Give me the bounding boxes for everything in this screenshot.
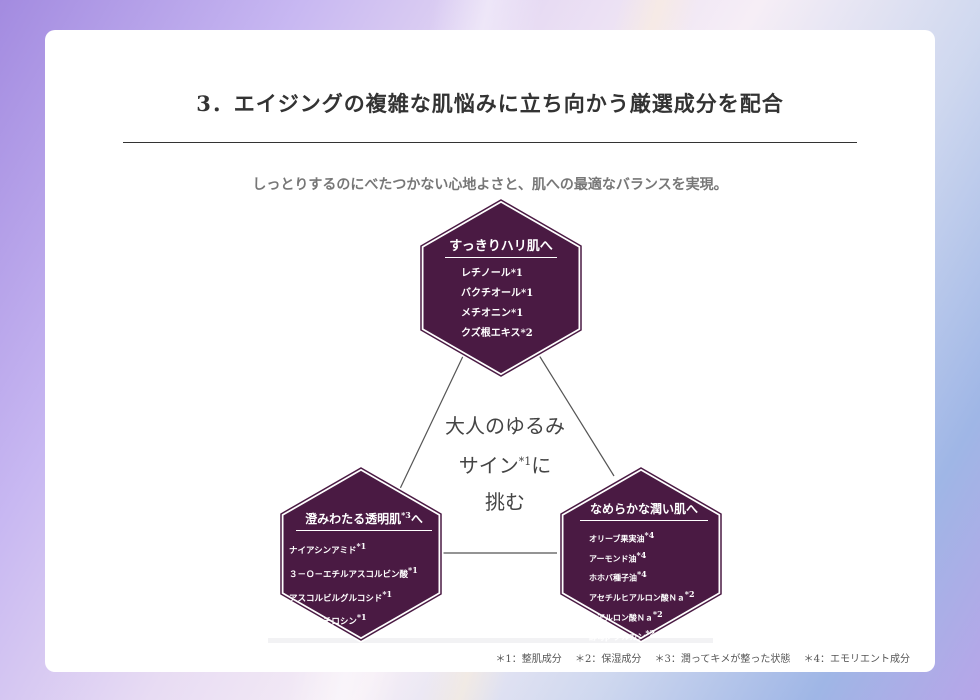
hexagon-right-rule bbox=[580, 520, 708, 521]
center-line-1: 大人のゆるみ bbox=[445, 414, 565, 438]
ingredient-item: アセチルチロシン*1 bbox=[289, 612, 367, 628]
footnotes: ＊1：整肌成分 ＊2：保湿成分 ＊3：潤ってキメが整った状態 ＊4：エモリエント… bbox=[405, 650, 910, 665]
hexagon-right-heading: なめらかな潤い肌へ bbox=[589, 502, 698, 516]
footnote-3: ＊3：潤ってキメが整った状態 bbox=[654, 654, 791, 665]
hexagon-left-heading: 澄みわたる透明肌*3へ bbox=[305, 510, 423, 526]
ingredient-item: ３－Ｏ－エチルアスコルビン酸*1 bbox=[289, 564, 418, 580]
ingredient-item: クズ根エキス*2 bbox=[461, 328, 533, 339]
hexagon-top-rule bbox=[445, 257, 557, 258]
ingredient-item: バクチオール*1 bbox=[461, 288, 534, 299]
ingredient-item: アーモンド油*4 bbox=[589, 549, 647, 564]
ingredient-diagram bbox=[278, 197, 724, 643]
ingredient-item: アセチルヒアルロン酸Ｎａ*2 bbox=[589, 588, 695, 603]
ingredient-item: ナイアシンアミド*1 bbox=[289, 541, 367, 556]
center-line-3: 挑む bbox=[485, 489, 525, 514]
connector-line bbox=[536, 351, 615, 477]
footnote-4: ＊4：エモリエント成分 bbox=[803, 654, 910, 665]
hexagon-top-heading: すっきりハリ肌へ bbox=[449, 239, 553, 254]
hexagon-top-content: すっきりハリ肌へ レチノール*1 バクチオール*1 メチオニン*1 クズ根エキス… bbox=[441, 235, 561, 344]
center-message: 大人のゆるみ サイン*1に 挑む bbox=[420, 408, 590, 520]
footnote-2: ＊2：保湿成分 bbox=[575, 654, 642, 665]
title-divider bbox=[123, 142, 857, 143]
hexagon-left-outline bbox=[280, 467, 442, 641]
ingredient-item: アスコルビルグルコシド*1 bbox=[289, 588, 393, 604]
hexagon-left-list: ナイアシンアミド*1 ３－Ｏ－エチルアスコルビン酸*1 アスコルビルグルコシド*… bbox=[289, 537, 439, 632]
hexagon-right-content: なめらかな潤い肌へ オリーブ果実油*4 アーモンド油*4 ホホバ種子油*4 アセ… bbox=[579, 500, 709, 645]
ingredient-item: 酵母β-グルカン*2 bbox=[589, 628, 656, 642]
hexagon-left-content: 澄みわたる透明肌*3へ ナイアシンアミド*1 ３－Ｏ－エチルアスコルビン酸*1 … bbox=[289, 510, 439, 632]
connector-line bbox=[387, 351, 466, 515]
content-card: 3．エイジングの複雑な肌悩みに立ち向かう厳選成分を配合 しっとりするのにべたつか… bbox=[45, 30, 935, 672]
ingredient-item: レチノール*1 bbox=[461, 268, 523, 279]
hexagon-left-rule bbox=[296, 530, 432, 531]
ingredient-item: ホホバ種子油*4 bbox=[589, 569, 647, 583]
diagram-baseline bbox=[268, 638, 713, 643]
center-line-2: サイン*1に bbox=[458, 453, 552, 478]
hexagon-right-outline bbox=[560, 467, 722, 641]
page-subtitle: しっとりするのにべたつかない心地よさと、肌への最適なバランスを実現。 bbox=[252, 177, 728, 193]
footnote-1: ＊1：整肌成分 bbox=[495, 654, 562, 665]
hexagon-top-outline bbox=[420, 199, 582, 377]
hexagon-right-list: オリーブ果実油*4 アーモンド油*4 ホホバ種子油*4 アセチルヒアルロン酸Ｎａ… bbox=[579, 527, 709, 645]
ingredient-item: オリーブ果実油*4 bbox=[589, 530, 655, 544]
ingredient-item: ヒアルロン酸Ｎａ*2 bbox=[589, 608, 663, 623]
hexagon-top-list: レチノール*1 バクチオール*1 メチオニン*1 クズ根エキス*2 bbox=[441, 264, 561, 344]
page-title: 3．エイジングの複雑な肌悩みに立ち向かう厳選成分を配合 bbox=[196, 91, 784, 116]
ingredient-item: メチオニン*1 bbox=[461, 308, 524, 319]
